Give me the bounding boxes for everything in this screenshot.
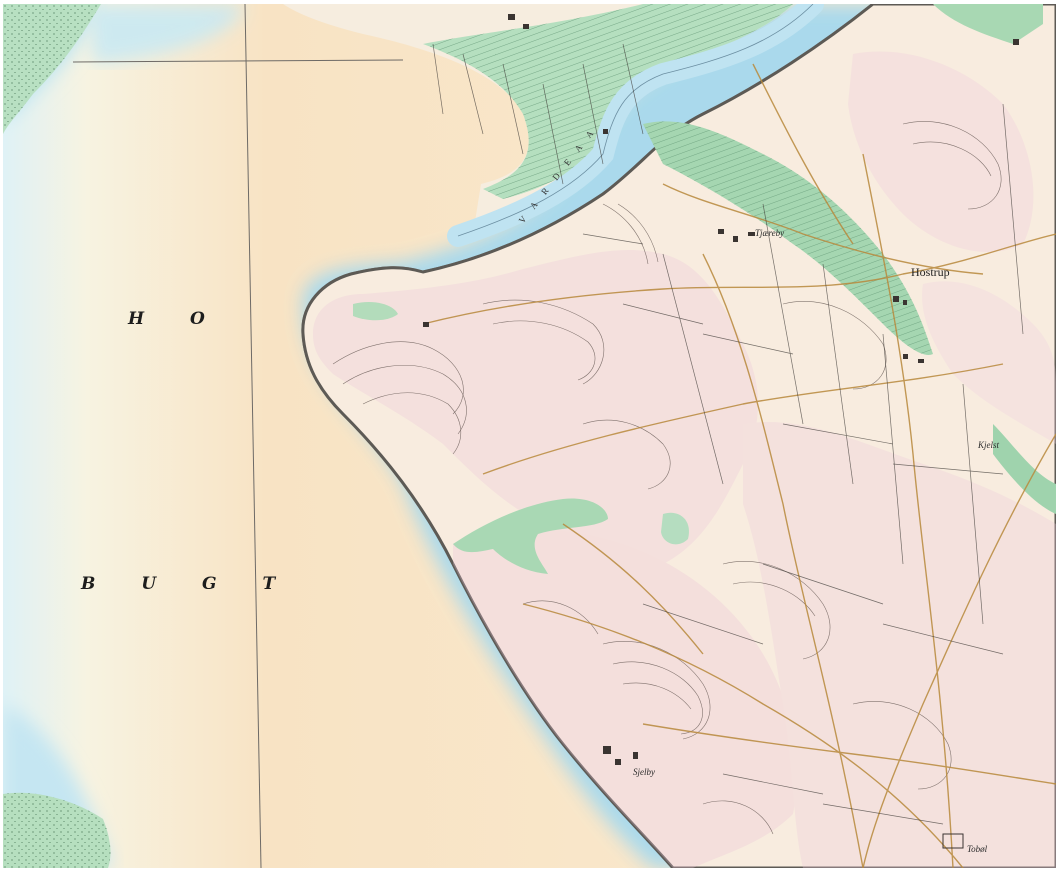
sea-name-ho: H O	[127, 309, 225, 329]
meadow-east	[993, 424, 1056, 514]
place-hostrup[interactable]: Hostrup	[911, 265, 950, 279]
place-kjelst[interactable]: Kjelst	[977, 440, 1000, 450]
sheet-edge-horizontal	[72, 59, 404, 63]
meadow-south	[453, 498, 608, 574]
river-edge	[457, 4, 814, 237]
place-tjaereby[interactable]: Tjæreby	[755, 228, 784, 238]
map-canvas[interactable]: H O B U G T Hostrup Sjelby Tobøl Tjæreby…	[3, 4, 1056, 868]
place-sjelby[interactable]: Sjelby	[633, 767, 655, 777]
meadow-northeast	[933, 4, 1043, 44]
place-tobol[interactable]: Tobøl	[967, 844, 988, 854]
land-nw-texture	[3, 4, 101, 134]
contour-lines	[332, 121, 1002, 835]
sheet-edge-vertical	[244, 4, 262, 868]
map-view[interactable]: H O B U G T Hostrup Sjelby Tobøl Tjæreby…	[3, 4, 1056, 868]
roads	[422, 63, 1056, 868]
meadow-patch	[661, 512, 689, 545]
field-boundaries	[432, 43, 1024, 825]
settlements	[423, 14, 1019, 849]
meadow-river-valley-hatch	[643, 121, 933, 355]
land-sw-texture	[3, 792, 111, 868]
meadow-northwest	[353, 302, 398, 321]
sea-name-bugt: B U G T	[80, 574, 295, 594]
sea-shallows-n	[88, 4, 243, 64]
